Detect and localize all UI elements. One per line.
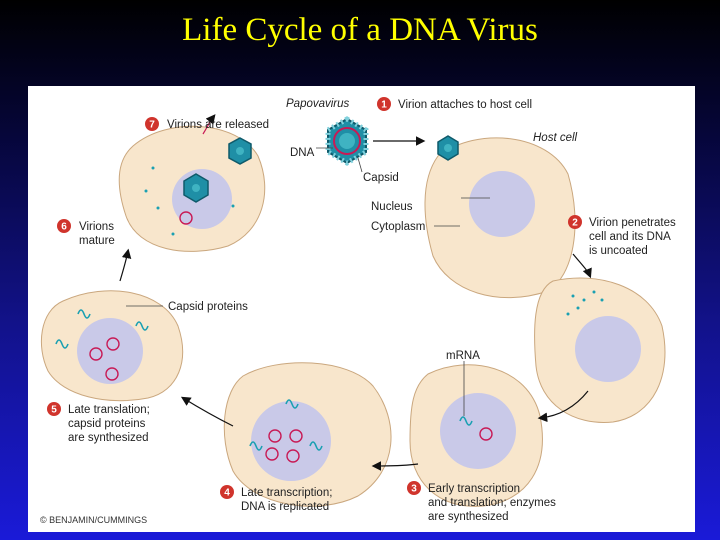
late-mrna [249,399,323,451]
uncoated-dna-dots [566,290,604,316]
step-number-6: 6 [61,222,67,233]
step-badge-4 [220,485,234,499]
step-number-3: 3 [411,484,417,495]
step-5-caption-line: capsid proteins [68,418,146,430]
step-badge-5 [47,402,61,416]
step-3-caption-line: and translation; enzymes [428,497,556,509]
step-captions: 1 Virion attaches to host cell 2 Virion pen… [47,97,676,523]
capsid-protein-strands [55,309,149,349]
nucleus-step-2 [575,316,641,382]
arrow-4-to-5 [180,396,234,427]
host-nucleus-1 [469,171,535,237]
step-5-caption-line: Late translation; [68,404,150,416]
mrna-strand [459,416,473,426]
step-3-caption-line: are synthesized [428,511,509,523]
step-badge-3 [407,481,421,495]
nucleus-step-5 [77,318,143,384]
step-7: 7 Virions are released [145,117,269,131]
step-5-caption-line: are synthesized [68,432,149,444]
label-mrna: mRNA [446,350,480,362]
label-cytoplasm: Cytoplasm [371,221,425,233]
step-badge-7 [145,117,159,131]
step-2-caption-line: Virion penetrates [589,217,676,229]
maturing-virion [183,173,209,203]
step-4-caption-line: DNA is replicated [241,501,329,513]
step-1: 1 Virion attaches to host cell [377,97,532,111]
capsid-leader [357,157,363,173]
arrow-release [202,114,216,135]
step-2-caption-line: is uncoated [589,245,648,257]
step-number-2: 2 [572,218,578,229]
step-badge-6 [57,219,71,233]
step-number-4: 4 [224,488,230,499]
step-2: 2 Virion penetrates cell and its DNA is unc… [568,215,676,257]
attached-virion [437,135,459,161]
step-5: 5 Late translation; capsid proteins are syn… [47,402,150,444]
step-2-caption-line: cell and its DNA [589,231,671,243]
step-1-caption-line: Virion attaches to host cell [398,99,532,111]
nucleus-step-4 [251,401,331,481]
label-capsid: Capsid [363,172,399,184]
arrow-2-to-3 [537,390,589,423]
step-3: 3 Early transcription and translation; enz… [407,481,556,523]
arrow-2-to-3a [572,253,592,279]
step-4: 4 Late transcription; DNA is replicated [220,485,332,513]
released-virion [228,137,252,165]
step-6-caption-line: Virions [79,221,114,233]
step-badge-2 [568,215,582,229]
viral-dna-circle-6 [179,211,193,225]
step-number-1: 1 [381,100,387,111]
arrow-3-to-4 [371,461,419,471]
virus-life-cycle-diagram: Papovavirus DNA Capsid Host cell Nucleus… [40,97,676,525]
arrow-5-to-6 [119,248,132,282]
nucleus-step-3 [440,393,516,469]
slide-title: Life Cycle of a DNA Virus [182,12,538,48]
step-7-caption-line: Virions are released [167,119,269,131]
label-papovavirus: Papovavirus [286,98,350,110]
label-dna: DNA [290,147,315,159]
dna-circles-5 [89,337,120,381]
label-capsid-proteins: Capsid proteins [168,301,248,313]
step-number-5: 5 [51,405,57,416]
publisher-credit: © BENJAMIN/CUMMINGS [40,515,147,525]
label-nucleus: Nucleus [371,201,413,213]
step-number-7: 7 [149,120,155,131]
step-6-caption-line: mature [79,235,115,247]
step-badge-1 [377,97,391,111]
step-3-caption-line: Early transcription [428,483,520,495]
viral-dna-circle-3 [479,427,493,441]
diagram-panel: Papovavirus DNA Capsid Host cell Nucleus… [28,86,695,532]
step-6: 6 Virions mature [57,219,115,247]
free-virion-large [325,116,369,166]
step-4-caption-line: Late transcription; [241,487,332,499]
replicated-dna [265,429,303,463]
label-host-cell: Host cell [533,132,578,144]
cytoplasm-dots-6 [144,166,235,236]
